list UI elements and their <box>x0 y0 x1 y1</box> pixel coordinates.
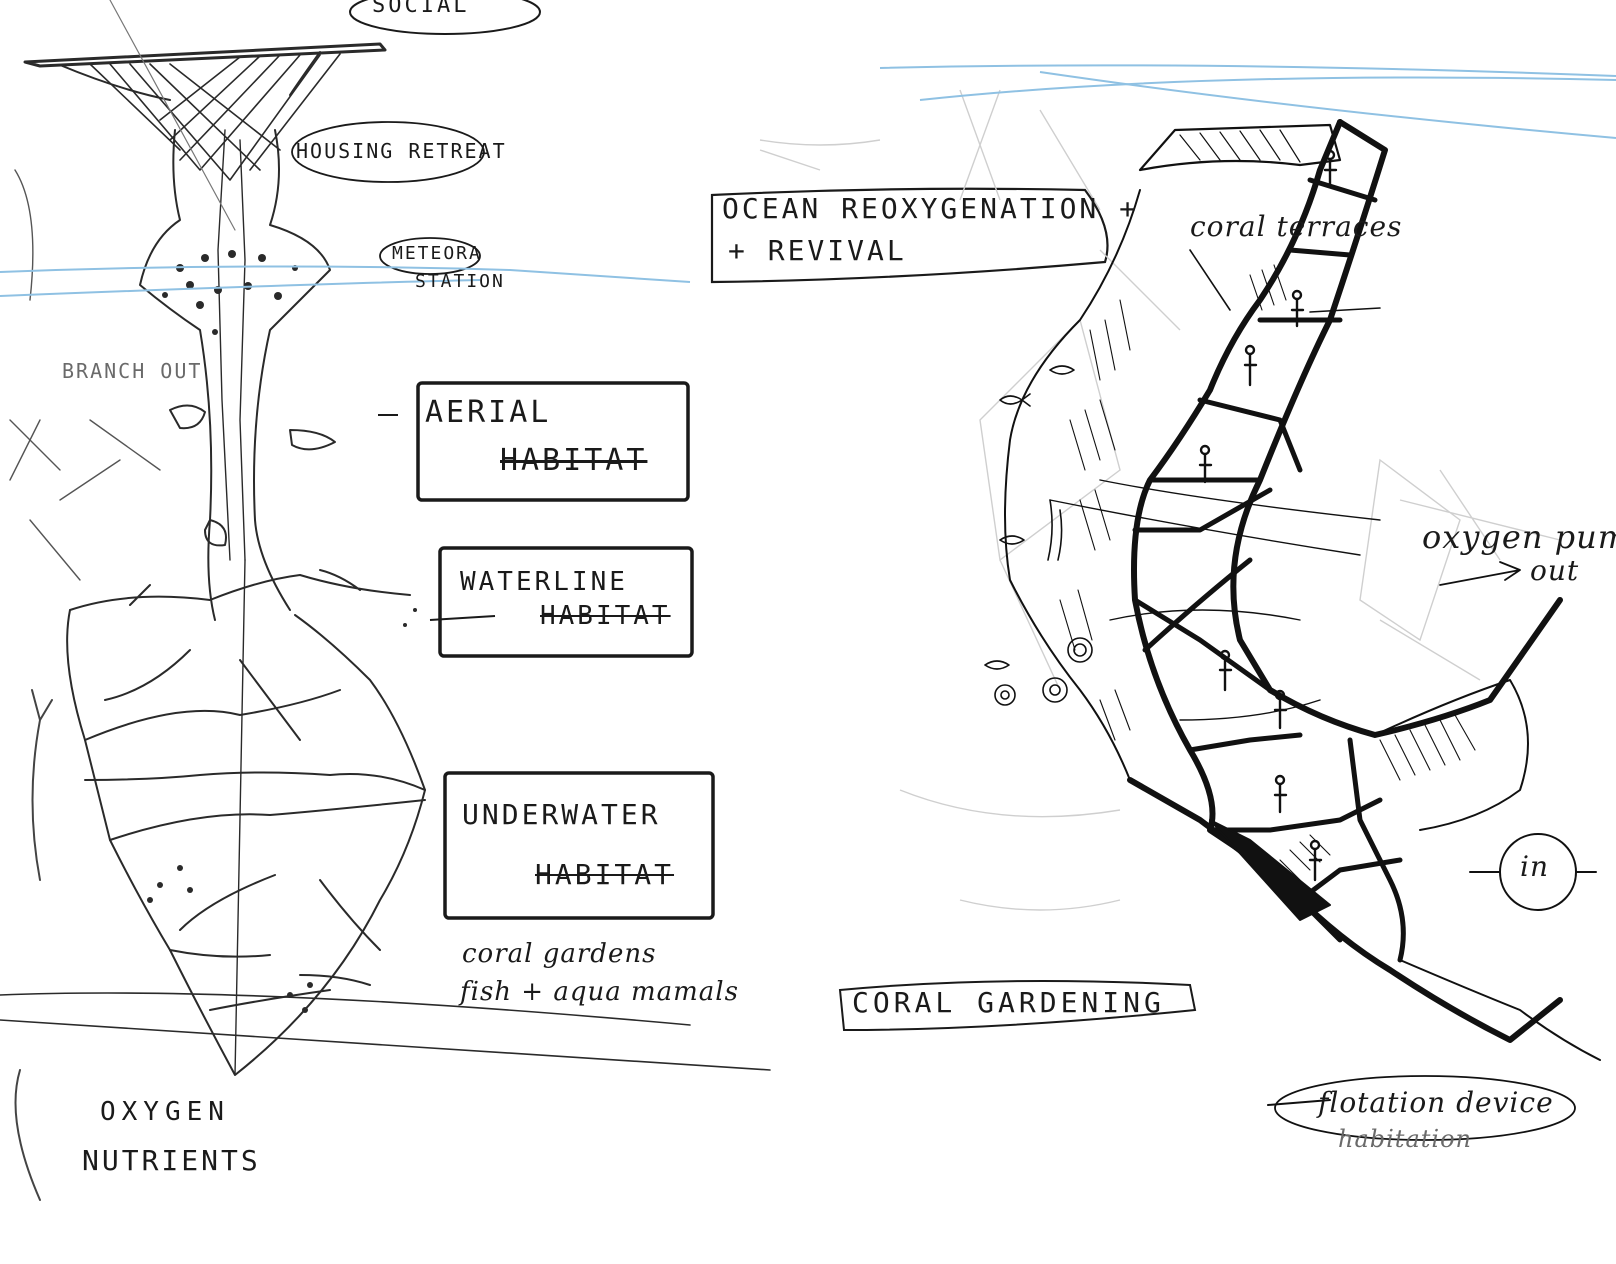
aerial-box <box>416 381 690 502</box>
waterline-box <box>438 546 694 658</box>
inner-band-2 <box>109 799 426 1011</box>
label-social: SOCIAL <box>372 0 470 18</box>
oxygen-out-arrow <box>1439 561 1521 586</box>
left-waterline <box>0 265 691 297</box>
social-oval <box>349 0 541 35</box>
waterline-shelf <box>69 569 411 611</box>
branch-pod-left <box>169 404 227 547</box>
top-platform <box>23 42 387 68</box>
label-coral-gardening: CORAL GARDENING <box>852 986 1165 1019</box>
trunk-right <box>253 129 331 611</box>
flotation-oval <box>1274 1075 1576 1141</box>
label-ocean-reoxygenation: OCEAN REOXYGENATION + <box>722 192 1140 225</box>
label-underwater: UNDERWATER <box>462 798 661 831</box>
label-waterline: WATERLINE <box>460 567 628 597</box>
oxygen-flow-arrow <box>31 689 53 881</box>
crosshatch-net <box>89 53 341 181</box>
label-aerial-habitat: HABITAT <box>500 443 648 478</box>
label-revival: + REVIVAL <box>728 234 907 267</box>
label-branch-out: BRANCH OUT <box>62 359 203 383</box>
label-underwater-habitat: HABITAT <box>535 858 675 891</box>
label-housing-retreat: HOUSING RETREAT <box>296 139 507 163</box>
top-cap <box>1138 123 1342 172</box>
left-outer-contour <box>1004 189 1141 781</box>
sea-floor <box>0 992 771 1071</box>
chamber-thin-lines <box>1049 479 1381 721</box>
branch-pod-right <box>289 429 336 451</box>
bottom-left-curve <box>14 1069 41 1201</box>
right-shelf <box>1374 679 1529 831</box>
label-oxygen: OXYGEN <box>100 1097 230 1127</box>
label-fish-aqua-mamals: fish + aqua mamals <box>460 977 739 1007</box>
label-meteora: METEORA <box>392 243 482 264</box>
left-scribbles <box>9 169 161 581</box>
top-cap-hatching <box>1179 129 1301 163</box>
label-flotation-device: flotation device <box>1318 1086 1554 1119</box>
inner-band-1 <box>84 689 426 791</box>
trunk-core <box>217 129 246 561</box>
underwater-box <box>443 771 715 920</box>
human-figures <box>1198 149 1338 882</box>
fish-and-corals <box>984 365 1093 706</box>
label-coral-gardens: coral gardens <box>462 939 657 969</box>
label-station: STATION <box>415 271 505 292</box>
chamber-dividers <box>1132 177 1406 963</box>
lower-right-float <box>1399 959 1601 1061</box>
label-nutrients: NUTRIENTS <box>82 1144 261 1177</box>
inner-curves <box>104 649 381 951</box>
label-habitation: habitation <box>1338 1125 1472 1153</box>
label-coral-terraces: coral terraces <box>1190 210 1403 243</box>
ocean-reox-frame <box>710 187 1109 284</box>
label-aerial: AERIAL <box>425 395 552 430</box>
body-axis <box>234 559 246 1076</box>
flotation-pointer <box>1267 1099 1331 1106</box>
coral-gardening-frame <box>838 980 1197 1032</box>
left-tower-sketch <box>0 0 771 1201</box>
label-in: in <box>1520 850 1549 883</box>
underwater-body <box>66 609 426 1076</box>
coral-terraces-pointer <box>1189 249 1231 311</box>
meteora-oval <box>379 237 481 275</box>
right-waterline <box>879 64 1616 139</box>
long-guide-line <box>109 0 236 231</box>
trunk-left <box>139 129 216 621</box>
label-waterline-habitat: HABITAT <box>540 601 671 631</box>
right-coral-structure <box>984 119 1601 1141</box>
base-wedge <box>1209 819 1331 921</box>
left-label-frames <box>291 0 715 920</box>
tick-line-right <box>1309 307 1381 313</box>
label-out: out <box>1530 554 1580 587</box>
bay-hatching <box>1059 264 1476 881</box>
label-oxygen-pump: oxygen pum <box>1422 518 1616 556</box>
waterline-pointer <box>429 615 496 621</box>
housing-retreat-oval <box>291 121 485 183</box>
